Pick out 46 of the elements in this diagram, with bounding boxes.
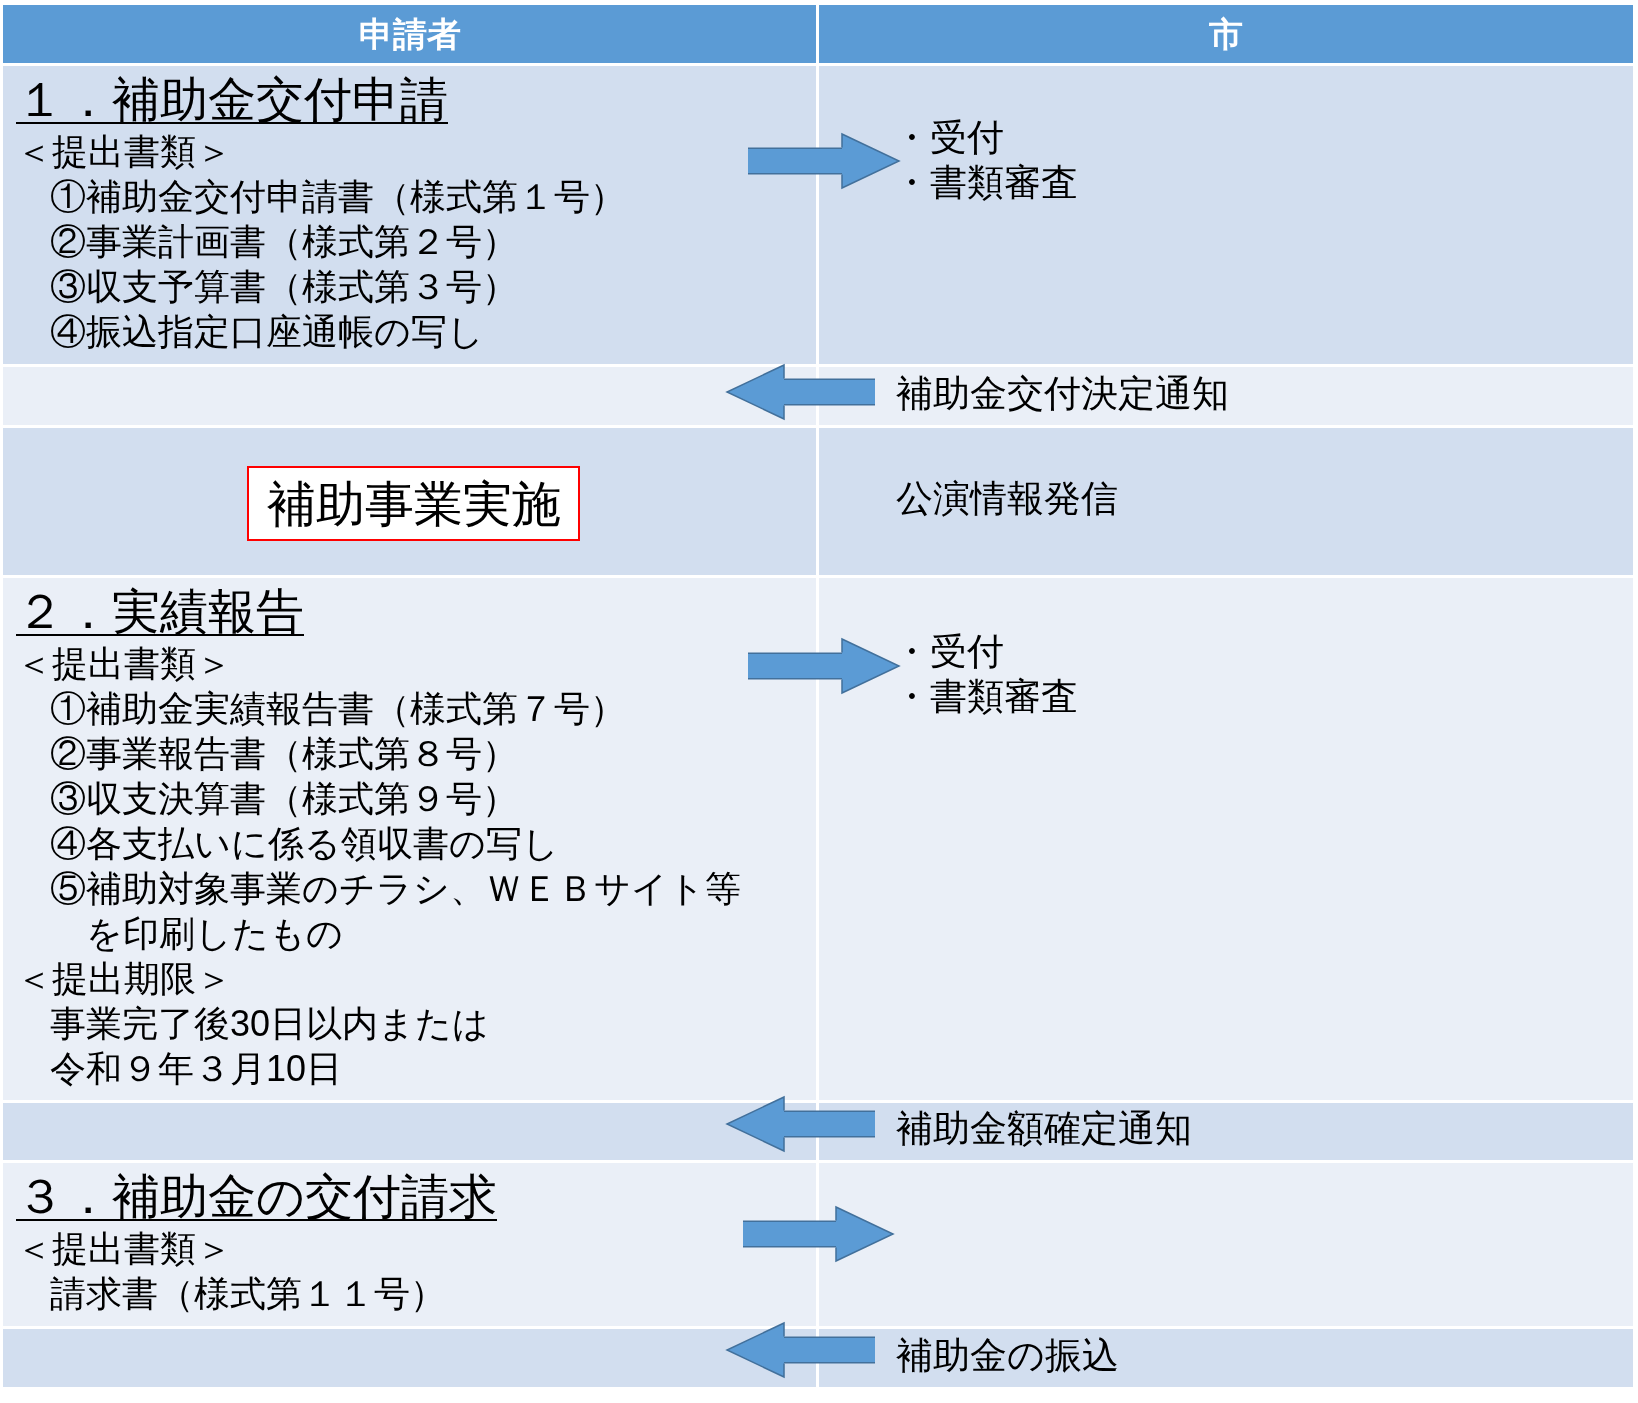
- table-cell: [819, 66, 1633, 364]
- section-label: ＜提出書類＞: [16, 1227, 232, 1271]
- document-item: ④振込指定口座通帳の写し: [50, 310, 484, 354]
- document-item: ①補助金交付申請書（様式第１号）: [50, 175, 626, 219]
- document-item: ③収支決算書（様式第９号）: [50, 777, 518, 821]
- table-cell: [819, 1103, 1633, 1160]
- step-text: ・書類審査: [893, 161, 1078, 205]
- section-heading: ２．実績報告: [16, 585, 304, 639]
- document-item: ⑤補助対象事業のチラシ、ＷＥＢサイト等を印刷したもの: [50, 867, 742, 956]
- column-header: [3, 5, 816, 63]
- document-item: ②事業計画書（様式第２号）: [50, 220, 518, 264]
- column-title: 申請者: [358, 14, 461, 54]
- section-label: ＜提出期限＞: [16, 957, 232, 1001]
- table-cell: [819, 367, 1633, 425]
- table-cell: [3, 1103, 816, 1160]
- document-item: ③収支予算書（様式第３号）: [50, 265, 518, 309]
- section-heading: ３．補助金の交付請求: [16, 1170, 497, 1224]
- table-cell: [3, 428, 816, 575]
- table-cell: [819, 1163, 1633, 1326]
- table-cell: [819, 428, 1633, 575]
- table-cell: [3, 367, 816, 425]
- deadline-text: 事業完了後30日以内または令和９年３月10日: [50, 1002, 491, 1091]
- table-cell: [3, 1163, 816, 1326]
- step-text: 補助金の振込: [896, 1334, 1119, 1378]
- document-item: ②事業報告書（様式第８号）: [50, 732, 518, 776]
- table-cell: [3, 66, 816, 364]
- section-label: ＜提出書類＞: [16, 642, 232, 686]
- table-cell: [819, 1329, 1633, 1387]
- step-text: ・受付: [893, 116, 1004, 160]
- process-label: 補助事業実施: [266, 475, 561, 533]
- table-cell: [3, 1329, 816, 1387]
- table-cell: [819, 578, 1633, 1100]
- step-text: ・書類審査: [893, 675, 1078, 719]
- column-header: [819, 5, 1633, 63]
- step-text: 補助金交付決定通知: [896, 372, 1229, 416]
- section-heading: １．補助金交付申請: [16, 73, 448, 127]
- step-text: 補助金額確定通知: [896, 1107, 1192, 1151]
- document-item: 請求書（様式第１１号）: [50, 1272, 446, 1316]
- section-label: ＜提出書類＞: [16, 130, 232, 174]
- column-title: 市: [1209, 14, 1243, 54]
- process-box: [247, 466, 580, 541]
- table-cell: [3, 578, 816, 1100]
- document-item: ①補助金実績報告書（様式第７号）: [50, 687, 626, 731]
- step-text: 公演情報発信: [896, 477, 1118, 521]
- document-item: ④各支払いに係る領収書の写し: [50, 822, 559, 866]
- step-text: ・受付: [893, 630, 1004, 674]
